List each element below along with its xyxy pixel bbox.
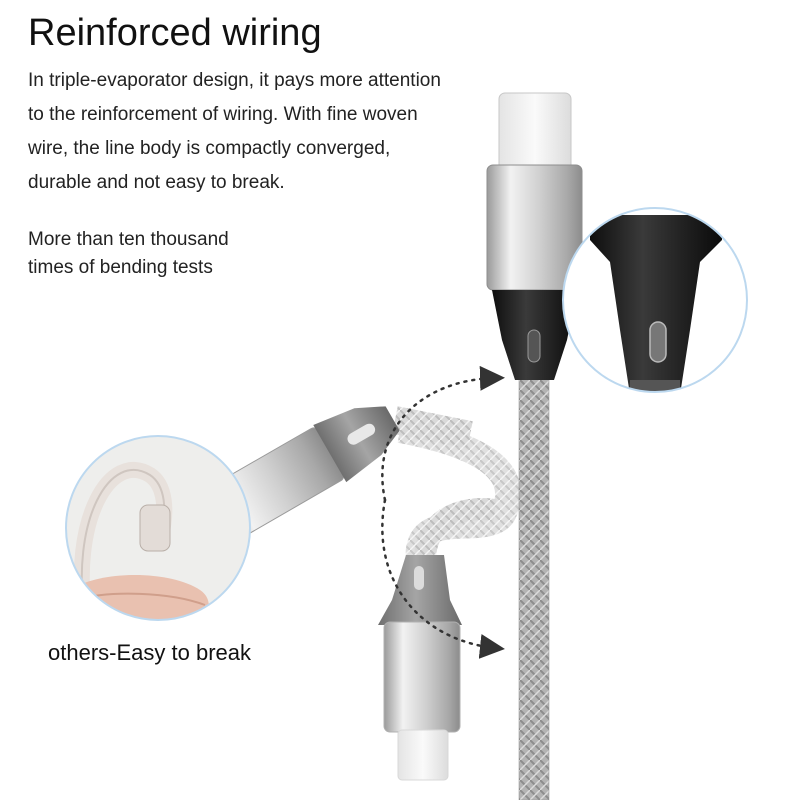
description-line: wire, the line body is compactly converg…: [28, 138, 391, 159]
bending-arrows: [381, 365, 505, 659]
description-line: durable and not easy to break.: [28, 172, 285, 193]
bending-line: More than ten thousand: [28, 229, 229, 250]
others-label: others-Easy to break: [48, 640, 251, 665]
description-line: to the reinforcement of wiring. With fin…: [28, 104, 418, 125]
page-title: Reinforced wiring: [28, 12, 322, 54]
main-cable: [518, 374, 550, 800]
description-text: In triple-evaporator design, it pays mor…: [28, 64, 498, 200]
zoom-circle-sleeve: [562, 207, 748, 393]
bending-line: times of bending tests: [28, 257, 213, 278]
bottom-lightning-connector: [378, 498, 497, 781]
description-line: In triple-evaporator design, it pays mor…: [28, 70, 441, 91]
top-lightning-connector: [486, 92, 583, 380]
zoom-circle-broken-cable: [65, 435, 251, 621]
bending-test-text: More than ten thousand times of bending …: [28, 226, 229, 282]
